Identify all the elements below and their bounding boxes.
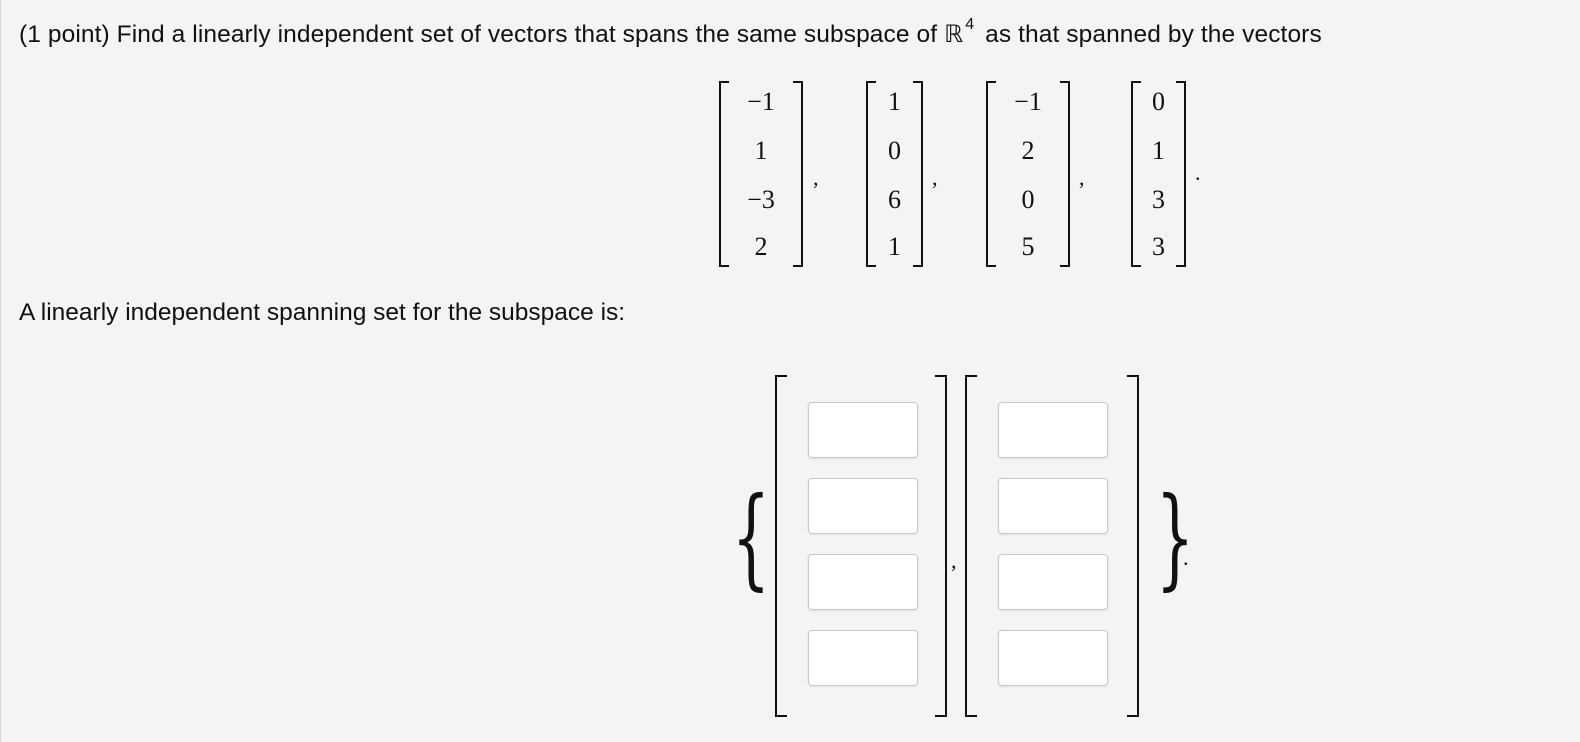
vector-entry: 3	[1152, 185, 1165, 214]
vector-entry: 1	[1152, 136, 1165, 165]
answer-vector-2-entry-4[interactable]	[998, 630, 1108, 686]
vector-separator: ,	[932, 165, 938, 190]
vector-entry: −3	[747, 185, 775, 214]
answer-vector-2-entry-1[interactable]	[998, 402, 1108, 458]
vector-entry: 0	[1152, 87, 1165, 116]
given-vector-3: −1 2 0 5	[986, 81, 1070, 267]
problem-prefix: (1 point) Find a linearly independent se…	[19, 21, 938, 48]
answer-vector-1-entry-4[interactable]	[808, 630, 918, 686]
answer-vector-1	[775, 375, 947, 717]
vector-entry: 2	[1021, 136, 1035, 165]
real-numbers-symbol: ℝ	[944, 20, 964, 48]
problem-suffix: as that spanned by the vectors	[985, 21, 1322, 48]
answer-vector-1-entry-2[interactable]	[808, 478, 918, 534]
vector-entry: 2	[754, 232, 768, 261]
vector-entry: −1	[1014, 87, 1042, 116]
close-brace: }	[1155, 473, 1195, 601]
vector-entry: 6	[888, 185, 901, 214]
vector-entry: 5	[1021, 232, 1035, 261]
vector-entry: 3	[1152, 232, 1165, 261]
vector-separator: ,	[1079, 165, 1085, 190]
answer-vector-2-entry-2[interactable]	[998, 478, 1108, 534]
vector-entry: 1	[888, 87, 901, 116]
vector-entry: −1	[747, 87, 775, 116]
open-brace: {	[731, 473, 771, 601]
answer-vector-2-entry-3[interactable]	[998, 554, 1108, 610]
left-border	[0, 0, 1, 742]
given-vector-4: 0 1 3 3	[1131, 81, 1186, 267]
given-vector-2: 1 0 6 1	[866, 81, 923, 267]
space-exponent: 4	[965, 16, 975, 33]
answer-vector-1-entry-3[interactable]	[808, 554, 918, 610]
vector-entry: 0	[1021, 185, 1035, 214]
answer-separator: ,	[951, 548, 957, 573]
vector-terminator: .	[1195, 160, 1201, 185]
vector-entry: 1	[754, 136, 768, 165]
given-vector-1: −1 1 −3 2	[719, 81, 803, 267]
vector-separator: ,	[813, 165, 819, 190]
answer-vector-2	[965, 375, 1139, 717]
answer-vector-1-entry-1[interactable]	[808, 402, 918, 458]
problem-statement: (1 point) Find a linearly independent se…	[19, 16, 1322, 49]
vector-entry: 0	[888, 136, 901, 165]
vector-entry: 1	[888, 232, 901, 261]
answer-prompt: A linearly independent spanning set for …	[19, 299, 626, 326]
answer-terminator: .	[1183, 545, 1189, 570]
